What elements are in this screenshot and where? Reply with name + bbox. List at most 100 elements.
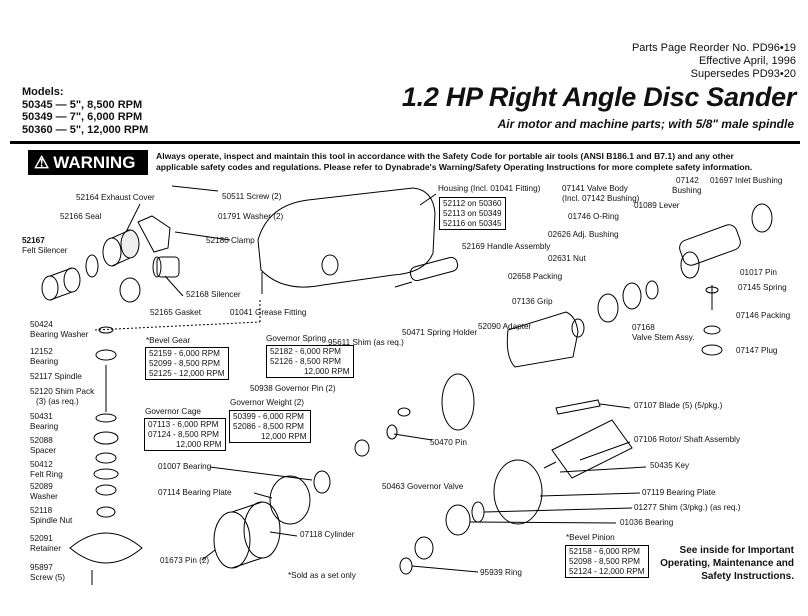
silencer-part	[152, 256, 180, 278]
label-bearing-num: 12152	[30, 347, 53, 356]
label-grip: 07136 Grip	[512, 297, 553, 306]
label-screw5: Screw (5)	[30, 573, 66, 582]
label-washer2: 01791 Washer (2)	[218, 212, 284, 221]
label-grease-fitting: 01041 Grease Fitting	[230, 308, 307, 317]
inlet-bushing-part	[751, 203, 773, 233]
label-shim-req: 95611 Shim (as req.)	[328, 338, 404, 347]
label-pin-01673: 01673 Pin (2)	[160, 556, 210, 565]
label-retainer-num: 52091	[30, 534, 53, 543]
label-adapter: 52090 Adapter	[478, 322, 532, 331]
packing-part	[571, 318, 585, 338]
label-spindle-nut-num: 52118	[30, 506, 53, 515]
warning-badge: ⚠WARNING	[28, 150, 148, 175]
shim-01277-part	[471, 501, 485, 523]
page-subtitle: Air motor and machine parts; with 5/8" m…	[497, 117, 794, 131]
bearing-01007-part	[313, 470, 331, 494]
label-lever: 01089 Lever	[634, 201, 680, 210]
governor-cage-list-item: 07124 - 8,500 RPM	[148, 429, 220, 439]
label-spindle-nut: Spindle Nut	[30, 516, 73, 525]
label-felt-ring: Felt Ring	[30, 470, 63, 479]
bevel-gear-list-item: 52159 - 6,000 RPM	[149, 349, 221, 358]
label-housing: Housing (Incl. 01041 Fitting)	[438, 184, 541, 193]
governor-weight-list: 50399 - 6,000 RPM 52086 - 8,500 RPM 12,0…	[229, 410, 311, 444]
label-governor-spring: Governor Spring	[266, 334, 327, 343]
housing-part	[257, 187, 436, 288]
label-packing: 02658 Packing	[508, 272, 563, 281]
spindle-stack	[69, 326, 143, 585]
warning-text: Always operate, inspect and maintain thi…	[156, 151, 753, 172]
label-felt-ring-num: 50412	[30, 460, 53, 469]
bevel-pinion-list-item: 52098 - 8,500 RPM	[569, 556, 641, 566]
label-spacer-num: 52088	[30, 436, 53, 445]
clamp-part	[137, 215, 171, 253]
label-governor-weight: Governor Weight (2)	[230, 398, 305, 407]
model-line: 50360 — 5", 12,000 RPM	[22, 123, 149, 136]
label-bevel-pinion: *Bevel Pinion	[566, 533, 615, 542]
governor-cage-part	[354, 439, 370, 457]
rotor-part	[543, 419, 633, 479]
governor-spring-list-item: 52126 - 8,500 RPM	[270, 356, 342, 366]
inside-note-line: See inside for Important	[679, 545, 794, 556]
governor-cage-list-item: 07113 - 6,000 RPM	[148, 420, 219, 429]
label-shim-pack-qty: (3) (as req.)	[36, 397, 79, 406]
label-key: 50435 Key	[650, 461, 690, 470]
housing-list-item: 52113 on 50349	[443, 208, 502, 218]
bearing-plate-07114-part	[269, 475, 311, 525]
label-rotor: 07106 Rotor/ Shaft Assembly	[634, 435, 741, 444]
label-shim-pack: 52120 Shim Pack	[30, 387, 95, 396]
label-bearing-washer: Bearing Washer	[30, 330, 89, 339]
oring-part	[645, 280, 659, 300]
warning-icon: ⚠	[34, 153, 50, 172]
handle-part	[394, 256, 459, 288]
grip-part	[506, 311, 579, 368]
inside-note-line: Operating, Maintenance and	[660, 558, 794, 569]
label-gasket: 52165 Gasket	[150, 308, 201, 317]
governor-spring-list-item: 12,000 RPM	[304, 366, 350, 376]
label-governor-cage: Governor Cage	[145, 407, 201, 416]
valve-stem-part	[705, 285, 719, 310]
label-cylinder: 07118 Cylinder	[300, 530, 355, 539]
label-silencer: 52168 Silencer	[186, 290, 241, 299]
effective-date: Effective April, 1996	[698, 55, 796, 67]
label-pin-inlet: 01017 Pin	[740, 268, 777, 277]
label-shim-01277: 01277 Shim (3/pkg.) (as req.)	[634, 503, 741, 512]
label-valve-stem-num: 07168	[632, 323, 655, 332]
label-exhaust-cover: 52164 Exhaust Cover	[76, 193, 155, 202]
label-inlet-bushing: 01697 Inlet Bushing	[710, 176, 783, 185]
label-bearing2: Bearing	[30, 422, 59, 431]
bevel-pinion-part	[414, 536, 434, 560]
governor-spring-list-item: 52182 - 6,000 RPM	[270, 347, 342, 356]
bevel-gear-list: 52159 - 6,000 RPM 52099 - 8,500 RPM 5212…	[145, 347, 229, 381]
label-valve-body: 07141 Valve Body	[562, 184, 628, 193]
cylinder-part	[213, 501, 281, 569]
reorder-number: Parts Page Reorder No. PD96•19	[631, 42, 796, 54]
adapter-part	[441, 373, 475, 431]
inside-note: See inside for Important Operating, Main…	[660, 544, 794, 583]
label-bearing: Bearing	[30, 357, 59, 366]
supersedes: Supersedes PD93•20	[690, 68, 796, 80]
label-handle: 52169 Handle Assembly	[462, 242, 551, 251]
governor-valve-part	[386, 424, 398, 440]
label-bearing-washer-num: 50424	[30, 320, 53, 329]
bevel-gear-list-item: 52099 - 8,500 RPM	[149, 358, 221, 368]
spring-holder-part	[397, 407, 411, 417]
governor-weight-list-item: 12,000 RPM	[261, 431, 307, 441]
models-heading: Models:	[22, 86, 64, 98]
label-nut: 02631 Nut	[548, 254, 586, 263]
label-adj-bushing: 02626 Adj. Bushing	[548, 230, 619, 239]
blade-part	[555, 399, 601, 415]
gasket-part	[119, 277, 141, 303]
label-governor-pin: 50938 Governor Pin (2)	[250, 384, 336, 393]
label-bushing-num: 07142	[676, 176, 699, 185]
label-pin-50470: 50470 Pin	[430, 438, 467, 447]
governor-cage-list-item: 12,000 RPM	[176, 439, 222, 449]
ring-95939-part	[399, 557, 413, 575]
label-spring: 07145 Spring	[738, 283, 787, 292]
governor-weight-list-item: 52086 - 8,500 RPM	[233, 421, 305, 431]
sold-as-set-note: *Sold as a set only	[288, 571, 356, 580]
housing-list-item: 52116 on 50345	[443, 218, 502, 228]
warning-label: WARNING	[53, 153, 136, 172]
label-washer-num: 52089	[30, 482, 53, 491]
bevel-pinion-list-item: 52124 - 12,000 RPM	[569, 566, 645, 576]
